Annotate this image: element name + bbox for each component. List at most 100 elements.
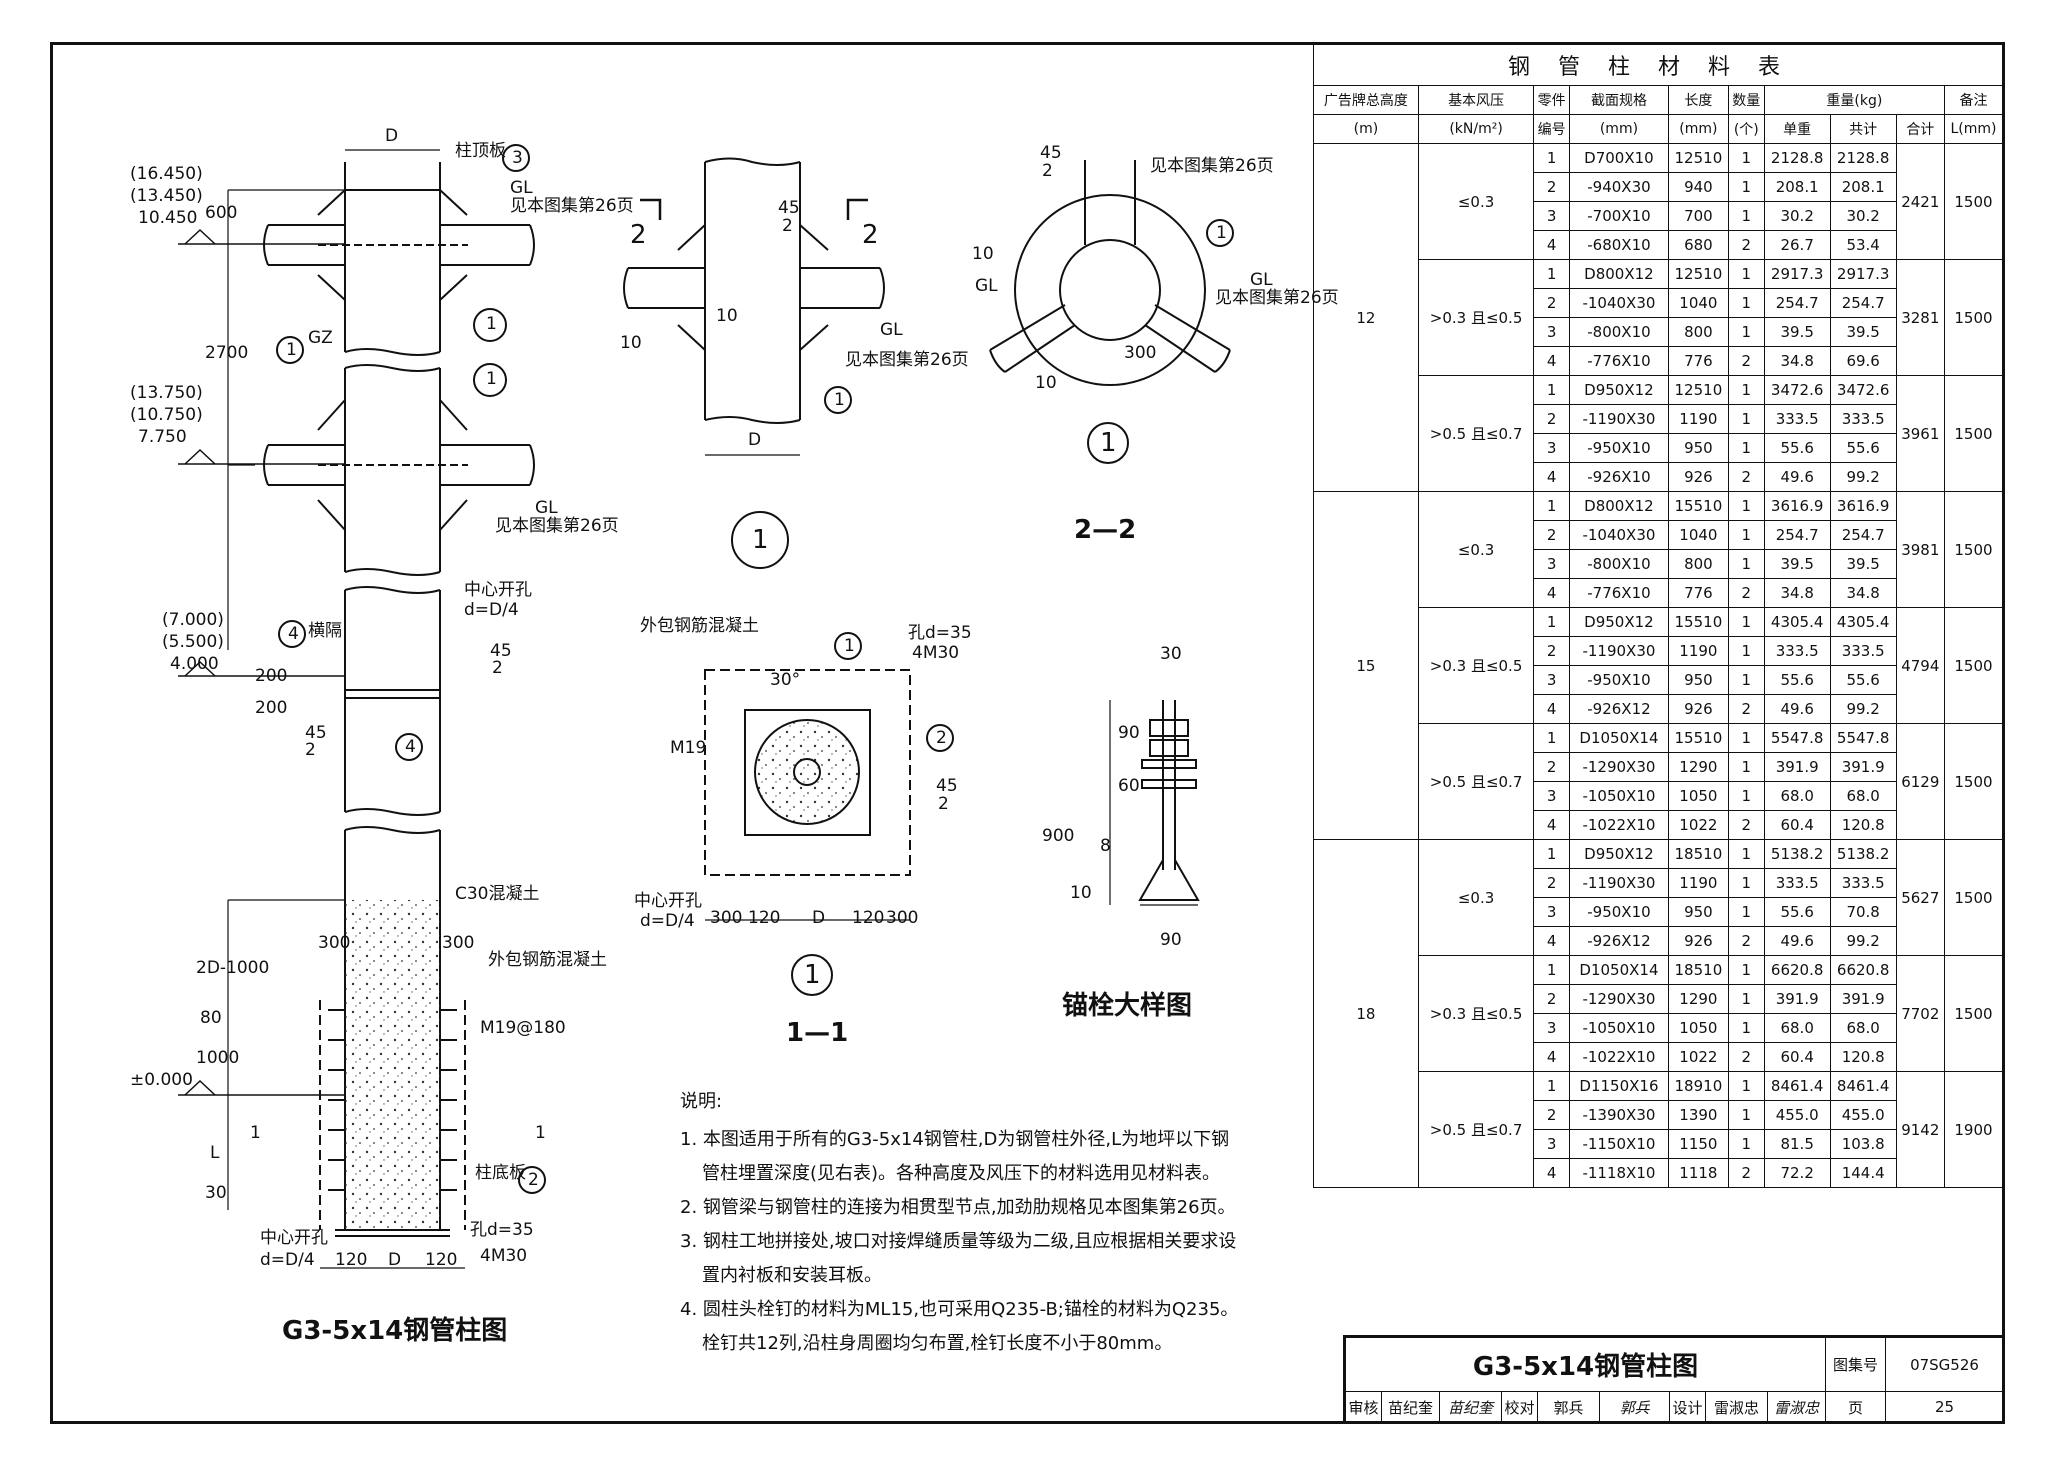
cell-unit-weight: 3472.6 [1763, 375, 1831, 405]
cell-qty: 1 [1727, 723, 1765, 753]
section-cut-right: 1 [535, 1123, 546, 1143]
part-1-number-detail1: 1 [834, 390, 845, 410]
cell-height: 15 [1313, 491, 1419, 840]
cell-unit-weight: 55.6 [1763, 433, 1831, 463]
part-2-number-11: 2 [936, 728, 947, 748]
cell-sum-weight: 4305.4 [1829, 607, 1897, 637]
part-4-number-b: 4 [405, 737, 416, 757]
weld-2-b: 2 [305, 740, 316, 760]
cell-section: -926X10 [1569, 462, 1669, 492]
level-10450: 10.450 [138, 208, 198, 228]
cell-note-l: 1500 [1943, 259, 2004, 376]
cell-section: -1190X30 [1569, 868, 1669, 898]
cell-wind: >0.5 且≤0.7 [1417, 1071, 1535, 1188]
detail-1-drawing [623, 157, 885, 456]
cell-unit-weight: 5138.2 [1763, 839, 1831, 869]
cell-wind: >0.5 且≤0.7 [1417, 723, 1535, 840]
cell-qty: 1 [1727, 665, 1765, 695]
cell-length: 15510 [1667, 723, 1729, 753]
level-7750: 7.750 [138, 427, 187, 447]
cell-section: -776X10 [1569, 578, 1669, 608]
dim-30-base: 30 [205, 1183, 227, 1203]
cell-section: -680X10 [1569, 230, 1669, 260]
drawing-sheet [50, 42, 2005, 1424]
cell-qty: 1 [1727, 1013, 1765, 1043]
cell-qty: 2 [1727, 230, 1765, 260]
dim-d-base: D [388, 1250, 402, 1270]
cell-sum-weight: 69.6 [1829, 346, 1897, 376]
cell-part: 1 [1533, 375, 1571, 405]
anchor-bolt-drawing [1109, 700, 1200, 906]
cell-part: 4 [1533, 694, 1571, 724]
cell-qty: 1 [1727, 549, 1765, 579]
cell-part: 3 [1533, 665, 1571, 695]
dim-300-22: 300 [1124, 343, 1157, 363]
cell-section: -1040X30 [1569, 520, 1669, 550]
see-p26-mid: 见本图集第26页 [495, 516, 619, 536]
cell-qty: 1 [1727, 868, 1765, 898]
outer-rc-label-11: 外包钢筋混凝土 [640, 616, 759, 636]
cell-sum-weight: 391.9 [1829, 752, 1897, 782]
cell-length: 1150 [1667, 1129, 1729, 1159]
cell-qty: 1 [1727, 955, 1765, 985]
dim-120-11b: 120 [852, 908, 885, 928]
cell-unit-weight: 391.9 [1763, 984, 1831, 1014]
notes-heading: 说明: [680, 1091, 723, 1112]
gz-label: GZ [308, 328, 333, 348]
cell-qty: 2 [1727, 1158, 1765, 1188]
cell-total: 7702 [1895, 955, 1945, 1072]
header-section-unit: (mm) [1569, 114, 1669, 144]
level-4000: 4.000 [170, 654, 219, 674]
cell-qty: 2 [1727, 346, 1765, 376]
cell-sum-weight: 8461.4 [1829, 1071, 1897, 1101]
cell-sum-weight: 208.1 [1829, 172, 1897, 202]
reviewer-name: 苗纪奎 [1382, 1391, 1440, 1423]
cell-wind: ≤0.3 [1417, 143, 1535, 260]
cell-part: 3 [1533, 781, 1571, 811]
weld-45-e: 45 [936, 776, 958, 796]
cell-length: 1290 [1667, 752, 1729, 782]
section-cut-left: 1 [250, 1123, 261, 1143]
cell-qty: 1 [1727, 839, 1765, 869]
weld-2-c: 2 [782, 216, 793, 236]
anchor-bolt-title: 锚栓大样图 [1062, 991, 1193, 1021]
outer-rc-label: 外包钢筋混凝土 [488, 950, 607, 970]
diaphragm-label: 横隔 [308, 621, 342, 641]
note-item: 1. 本图适用于所有的G3-5x14钢管柱,D为钢管柱外径,L为地坪以下钢管柱埋… [680, 1129, 1230, 1184]
dim-300-11b: 300 [886, 908, 919, 928]
cell-qty: 2 [1727, 810, 1765, 840]
cell-sum-weight: 55.6 [1829, 433, 1897, 463]
cell-section: -800X10 [1569, 317, 1669, 347]
cell-part: 3 [1533, 897, 1571, 927]
cell-length: 18910 [1667, 1071, 1729, 1101]
weld-10-d: 10 [1035, 373, 1057, 393]
cell-part: 3 [1533, 433, 1571, 463]
cell-unit-weight: 2128.8 [1763, 143, 1831, 173]
cell-unit-weight: 39.5 [1763, 549, 1831, 579]
gl-label-22b: GL [1250, 270, 1273, 290]
checker-signature: 郭兵 [1600, 1391, 1670, 1423]
cell-part: 3 [1533, 1129, 1571, 1159]
cell-unit-weight: 6620.8 [1763, 955, 1831, 985]
cell-sum-weight: 2128.8 [1829, 143, 1897, 173]
weld-2-a: 2 [492, 658, 503, 678]
dim-2700: 2700 [205, 343, 249, 363]
header-sum-weight: 共计 [1829, 114, 1897, 144]
level-10750: (10.750) [130, 405, 203, 425]
cell-length: 800 [1667, 549, 1729, 579]
cell-note-l: 1500 [1943, 955, 2004, 1072]
cell-part: 3 [1533, 317, 1571, 347]
note-item: 2. 钢管梁与钢管柱的连接为相贯型节点,加劲肋规格见本图集第26页。 [680, 1197, 1236, 1218]
cell-unit-weight: 2917.3 [1763, 259, 1831, 289]
cell-sum-weight: 2917.3 [1829, 259, 1897, 289]
column-upper-segment [263, 162, 535, 356]
cell-unit-weight: 4305.4 [1763, 607, 1831, 637]
note-item: 3. 钢柱工地拼接处,坡口对接焊缝质量等级为二级,且应根据相关要求设置内衬板和安… [680, 1231, 1237, 1286]
